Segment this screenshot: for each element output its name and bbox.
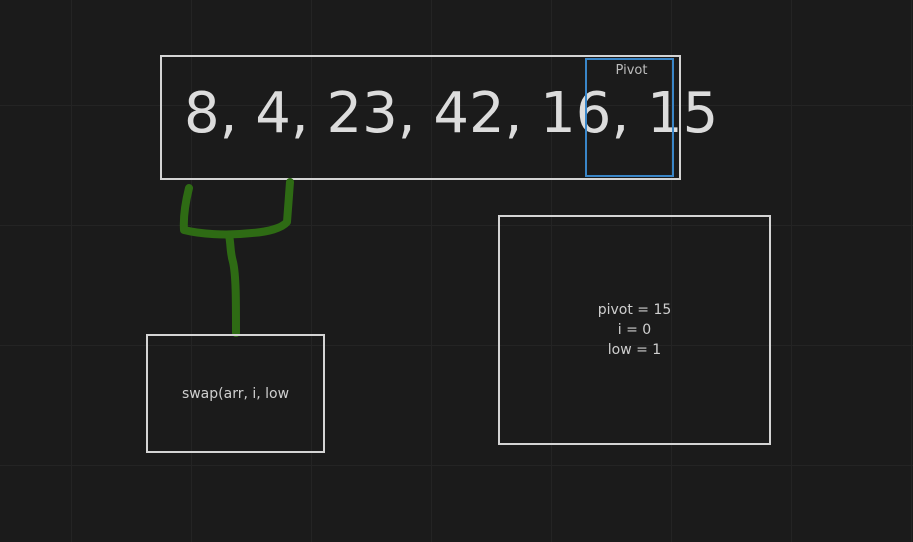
state-line-pivot: pivot = 15 <box>597 302 672 318</box>
pivot-label: Pivot <box>615 63 648 78</box>
array-box[interactable]: 8, 4, 23, 42, 16, 15 <box>160 55 718 180</box>
swap-box[interactable]: swap(arr, i, low <box>146 334 325 453</box>
state-box[interactable]: pivot = 15 i = 0 low = 1 <box>498 215 771 445</box>
connector-stroke <box>225 231 240 337</box>
array-values: 8, 4, 23, 42, 16, 15 <box>184 81 719 146</box>
pivot-highlight-box[interactable]: Pivot <box>585 58 674 177</box>
state-line-low: low = 1 <box>607 342 662 358</box>
swap-text: swap(arr, i, low <box>181 385 290 402</box>
bracket-stroke <box>179 178 294 239</box>
state-line-i: i = 0 <box>617 322 652 338</box>
